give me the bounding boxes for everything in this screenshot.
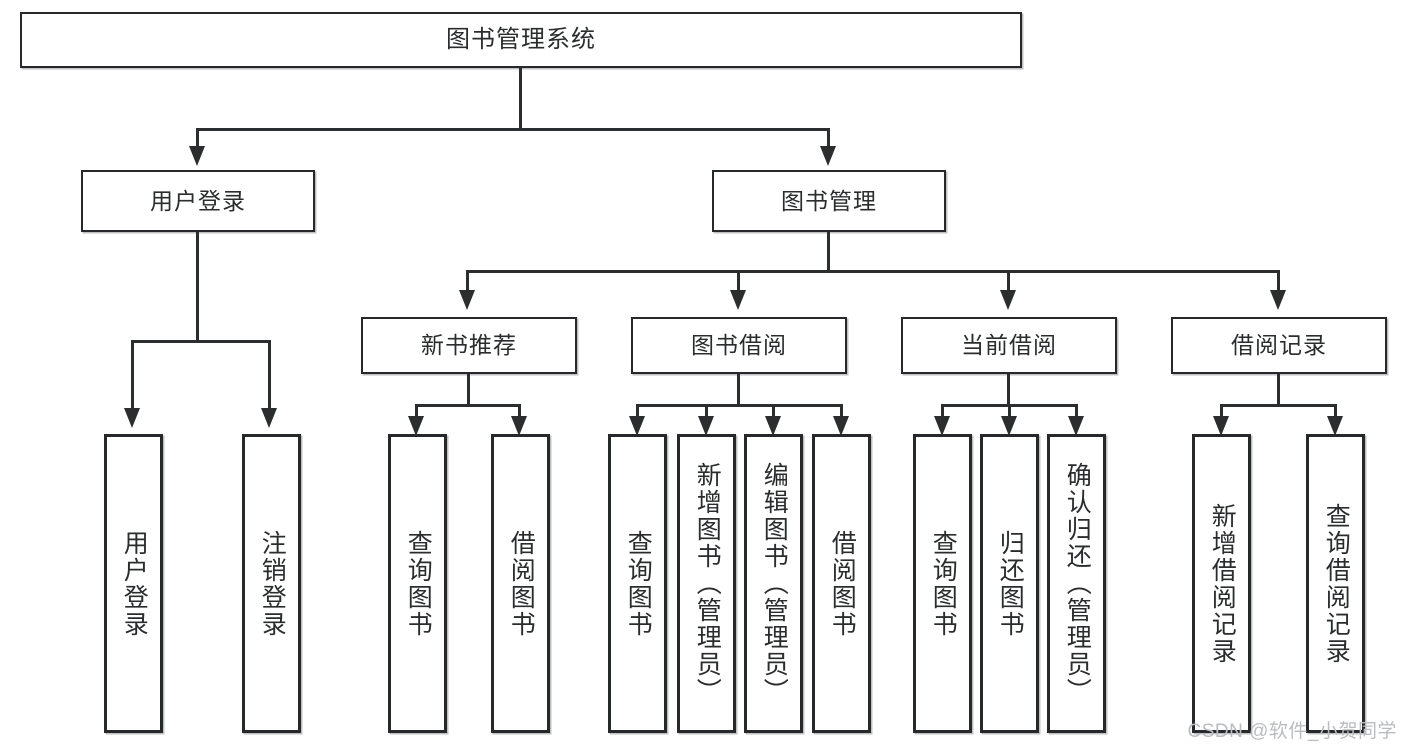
connector-level3-drop-4 [1277, 270, 1280, 290]
leaf-edit-book-admin[interactable]: 编辑图书（管理员） [744, 434, 803, 733]
connector-user-login-stem [196, 232, 199, 342]
arrow-to-leaf-add-record [1213, 416, 1229, 436]
node-label: 图书借阅 [691, 332, 787, 359]
node-label: 编辑图书（管理员） [760, 462, 789, 705]
connector-borrow-drop-1 [636, 404, 639, 416]
node-label: 新增图书（管理员） [693, 462, 722, 705]
connector-current-drop-1 [941, 404, 944, 416]
node-label: 确认归还（管理员） [1063, 462, 1092, 705]
leaf-borrow-book[interactable]: 借阅图书 [812, 434, 871, 733]
leaf-borrow-book-recommend[interactable]: 借阅图书 [491, 434, 550, 733]
leaf-return-book[interactable]: 归还图书 [980, 434, 1039, 733]
connector-current-stem [1007, 374, 1010, 406]
node-label: 查询图书 [404, 529, 433, 638]
node-label: 用户登录 [120, 529, 149, 638]
node-label: 查询图书 [929, 529, 958, 638]
arrow-to-leaf-user-login [124, 408, 140, 428]
arrow-to-leaf-add-book [698, 416, 714, 436]
arrow-to-book-borrow [730, 290, 746, 310]
arrow-to-leaf-confirm-return [1068, 416, 1084, 436]
connector-user-login-drop-1 [131, 340, 134, 408]
node-label: 图书管理系统 [446, 26, 596, 53]
arrow-to-leaf-query-book-3 [934, 416, 950, 436]
leaf-confirm-return-admin[interactable]: 确认归还（管理员） [1047, 434, 1106, 733]
connector-level3-drop-2 [737, 270, 740, 290]
node-label: 借阅记录 [1231, 332, 1327, 359]
node-label: 借阅图书 [507, 529, 536, 638]
connector-root-stem [519, 68, 522, 130]
arrow-to-leaf-edit-book [765, 416, 781, 436]
leaf-add-borrow-record[interactable]: 新增借阅记录 [1192, 434, 1251, 733]
node-label: 查询借阅记录 [1322, 502, 1351, 665]
arrow-to-new-book-recommend [459, 290, 475, 310]
connector-borrow-drop-3 [772, 404, 775, 416]
arrow-to-leaf-borrow-book-1 [511, 416, 527, 436]
arrow-to-current-borrow [1000, 290, 1016, 310]
arrow-to-leaf-return-book [1001, 416, 1017, 436]
node-label: 图书管理 [781, 187, 877, 214]
arrow-to-leaf-logout [261, 408, 277, 428]
leaf-user-login[interactable]: 用户登录 [104, 434, 163, 733]
connector-level1-drop-left [196, 128, 199, 146]
leaf-query-book-current[interactable]: 查询图书 [913, 434, 972, 733]
watermark-text: CSDN @软件_小贺同学 [1187, 721, 1397, 742]
connector-book-manage-stem [827, 232, 830, 272]
arrow-to-user-login [189, 146, 205, 166]
connector-borrow-stem [737, 374, 740, 406]
node-label: 用户登录 [150, 187, 246, 214]
node-label: 新增借阅记录 [1208, 502, 1237, 665]
node-label: 归还图书 [996, 529, 1025, 638]
connector-level1-bus [196, 128, 830, 131]
connector-recommend-stem [467, 374, 470, 406]
arrow-to-borrow-record [1270, 290, 1286, 310]
connector-record-stem [1277, 374, 1280, 406]
node-label: 新书推荐 [421, 332, 517, 359]
node-new-book-recommend[interactable]: 新书推荐 [361, 317, 577, 374]
node-label: 当前借阅 [961, 332, 1057, 359]
leaf-logout[interactable]: 注销登录 [242, 434, 301, 733]
node-user-login[interactable]: 用户登录 [81, 170, 315, 232]
connector-recommend-bus [415, 404, 521, 407]
node-borrow-record[interactable]: 借阅记录 [1171, 317, 1387, 374]
connector-recommend-drop-1 [415, 404, 418, 416]
connector-record-drop-1 [1220, 404, 1223, 416]
arrow-to-book-manage [820, 146, 836, 166]
connector-user-login-drop-2 [268, 340, 271, 408]
connector-current-drop-2 [1008, 404, 1011, 416]
arrow-to-leaf-query-record [1327, 416, 1343, 436]
connector-level3-bus [466, 270, 1280, 273]
node-book-manage[interactable]: 图书管理 [712, 170, 946, 232]
leaf-query-book-recommend[interactable]: 查询图书 [388, 434, 447, 733]
leaf-query-book-borrow[interactable]: 查询图书 [608, 434, 667, 733]
connector-level1-drop-right [827, 128, 830, 146]
connector-borrow-drop-2 [705, 404, 708, 416]
arrow-to-leaf-query-book-2 [629, 416, 645, 436]
connector-record-drop-2 [1334, 404, 1337, 416]
connector-recommend-drop-2 [518, 404, 521, 416]
node-root-system[interactable]: 图书管理系统 [20, 12, 1022, 68]
node-label: 借阅图书 [828, 529, 857, 638]
connector-borrow-bus [636, 404, 843, 407]
arrow-to-leaf-borrow-book-2 [833, 416, 849, 436]
node-label: 注销登录 [258, 529, 287, 638]
connector-borrow-drop-4 [840, 404, 843, 416]
arrow-to-leaf-query-book-1 [408, 416, 424, 436]
connector-level3-drop-1 [466, 270, 469, 290]
node-label: 查询图书 [624, 529, 653, 638]
leaf-add-book-admin[interactable]: 新增图书（管理员） [677, 434, 736, 733]
node-book-borrow[interactable]: 图书借阅 [631, 317, 847, 374]
connector-record-bus [1220, 404, 1337, 407]
node-current-borrow[interactable]: 当前借阅 [901, 317, 1117, 374]
connector-current-drop-3 [1075, 404, 1078, 416]
leaf-query-borrow-record[interactable]: 查询借阅记录 [1306, 434, 1365, 733]
connector-user-login-bus [131, 340, 270, 343]
connector-level3-drop-3 [1007, 270, 1010, 290]
